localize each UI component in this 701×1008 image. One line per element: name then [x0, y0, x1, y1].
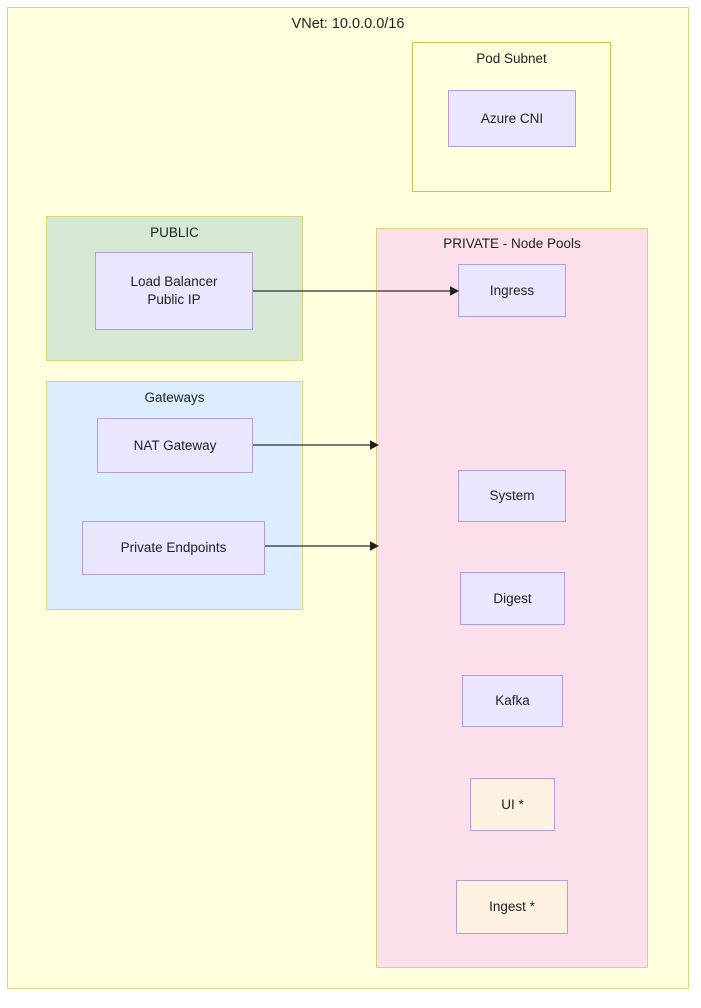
vnet-label: VNet: 10.0.0.0/16 [291, 16, 405, 32]
node-kafka-label: Kafka [495, 693, 530, 709]
node-ingest[interactable]: Ingest * [456, 880, 568, 934]
node-private-endpoints-label: Private Endpoints [120, 540, 227, 556]
node-system-label: System [489, 488, 535, 504]
node-ui[interactable]: UI * [470, 778, 555, 831]
node-ingest-label: Ingest * [489, 899, 535, 915]
node-digest[interactable]: Digest [460, 572, 565, 625]
node-digest-label: Digest [493, 590, 532, 606]
public-label: PUBLIC [150, 225, 199, 240]
node-ingress-label: Ingress [489, 282, 535, 298]
gateways-label: Gateways [144, 390, 205, 405]
node-ingress[interactable]: Ingress [458, 264, 566, 317]
node-azure-cni-label: Azure CNI [480, 110, 544, 126]
node-private-endpoints[interactable]: Private Endpoints [82, 521, 265, 575]
node-nat-gateway[interactable]: NAT Gateway [97, 418, 253, 473]
node-ui-label: UI * [501, 796, 524, 812]
node-azure-cni[interactable]: Azure CNI [448, 90, 576, 147]
node-kafka[interactable]: Kafka [462, 675, 563, 727]
pod-subnet-label: Pod Subnet [476, 51, 547, 66]
node-load-balancer-public-ip-label: Load Balancer Public IP [130, 274, 218, 307]
node-load-balancer-public-ip[interactable]: Load Balancer Public IP [95, 252, 253, 330]
gateways-container[interactable]: Gateways [46, 381, 303, 610]
node-nat-gateway-label: NAT Gateway [133, 437, 217, 453]
private-node-pools-label: PRIVATE - Node Pools [443, 236, 581, 251]
node-system[interactable]: System [458, 470, 566, 522]
pod-subnet-container[interactable]: Pod Subnet [412, 42, 611, 192]
